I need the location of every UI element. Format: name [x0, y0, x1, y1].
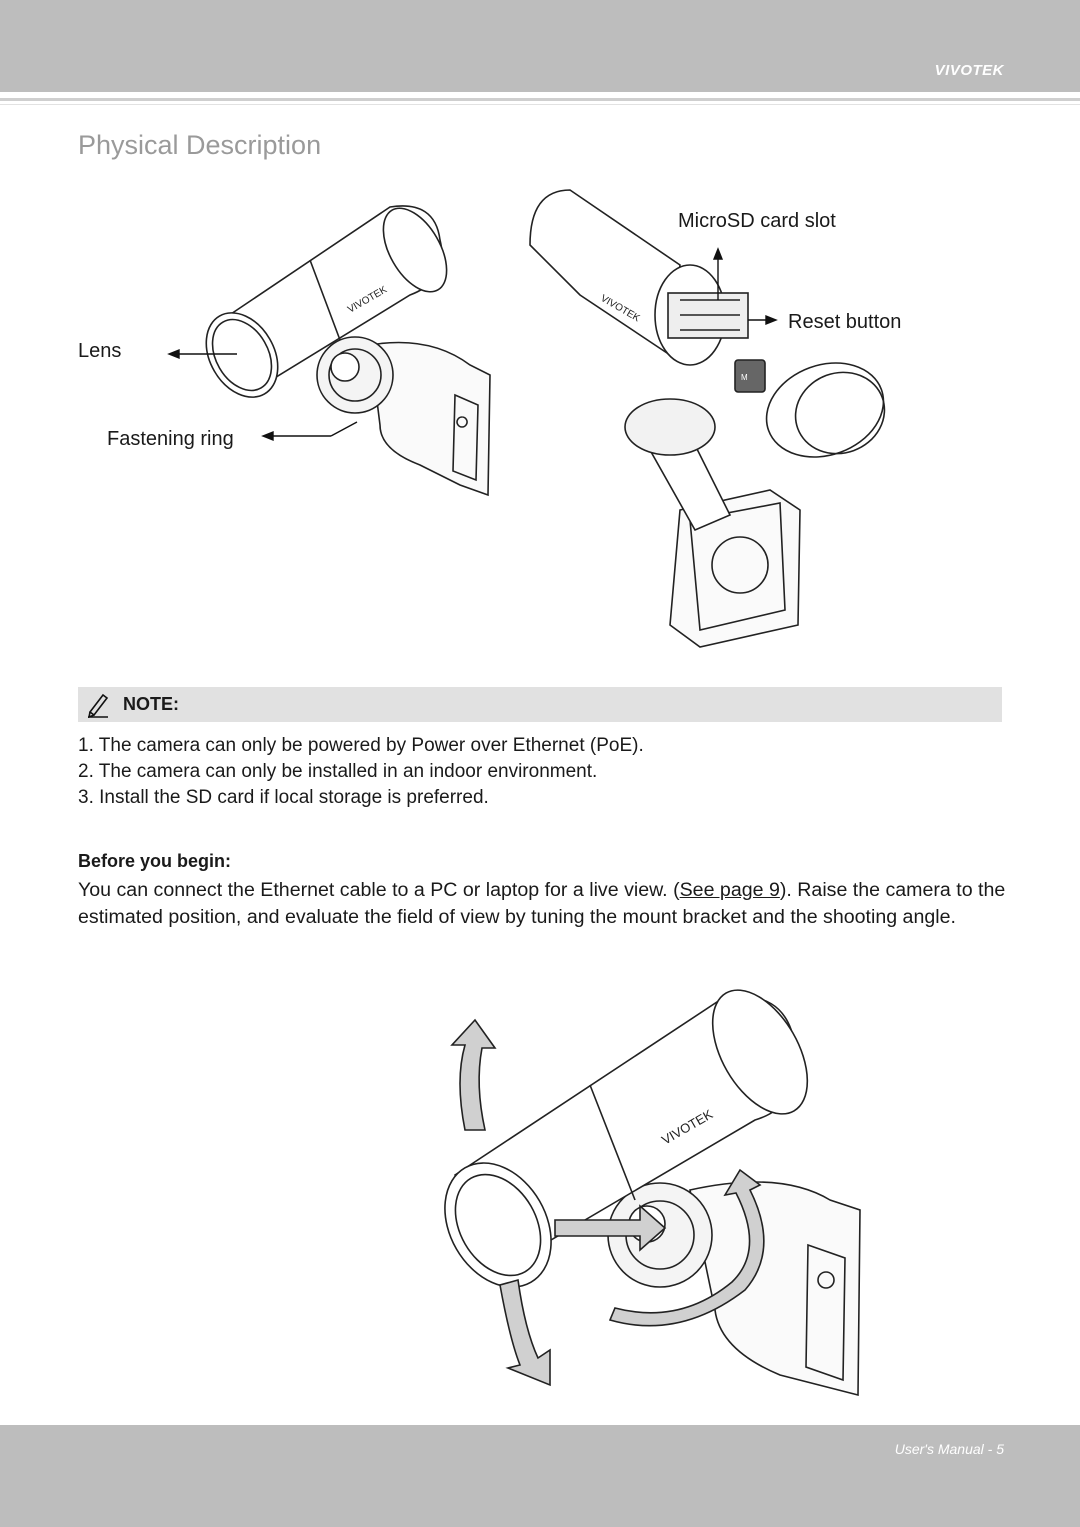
label-microsd-slot: MicroSD card slot [678, 210, 836, 232]
footer-page-label: User's Manual - 5 [894, 1441, 1004, 1457]
list-item: 1. The camera can only be powered by Pow… [78, 735, 644, 756]
note-list: 1. The camera can only be powered by Pow… [78, 733, 1018, 811]
list-item: 2. The camera can only be installed in a… [78, 761, 598, 782]
note-title: NOTE: [123, 694, 179, 714]
header-rule-thin [0, 104, 1080, 105]
camera-front-illustration: VIVOTEK [205, 205, 491, 497]
list-item: 3. Install the SD card if local storage … [78, 787, 489, 808]
header-bar: VIVOTEK [0, 0, 1080, 92]
label-fastening-ring: Fastening ring [107, 428, 234, 450]
label-lens: Lens [78, 340, 122, 362]
note-banner: NOTE: [78, 687, 1002, 722]
adjustment-illustration: VIVOTEK [444, 989, 861, 1397]
page-title: Physical Description [78, 130, 322, 160]
before-paragraph: You can connect the Ethernet cable to a … [78, 877, 1013, 931]
camera-open-illustration: VIVOTEK M [529, 189, 886, 648]
footer-bar [0, 1425, 1080, 1527]
section-heading: Before you begin: [78, 851, 232, 871]
para-text: ). Raise the camera to the estimated pos… [78, 879, 1006, 928]
para-text: You can connect the Ethernet cable to a … [78, 879, 680, 901]
leader-lines-left [167, 348, 358, 442]
label-reset-button: Reset button [788, 311, 902, 333]
svg-text:M: M [741, 373, 748, 382]
brand-logo-text: VIVOTEK [934, 62, 1004, 79]
see-page-link[interactable]: See page 9 [679, 879, 780, 901]
header-rule [0, 98, 1080, 101]
pencil-icon [87, 693, 109, 718]
